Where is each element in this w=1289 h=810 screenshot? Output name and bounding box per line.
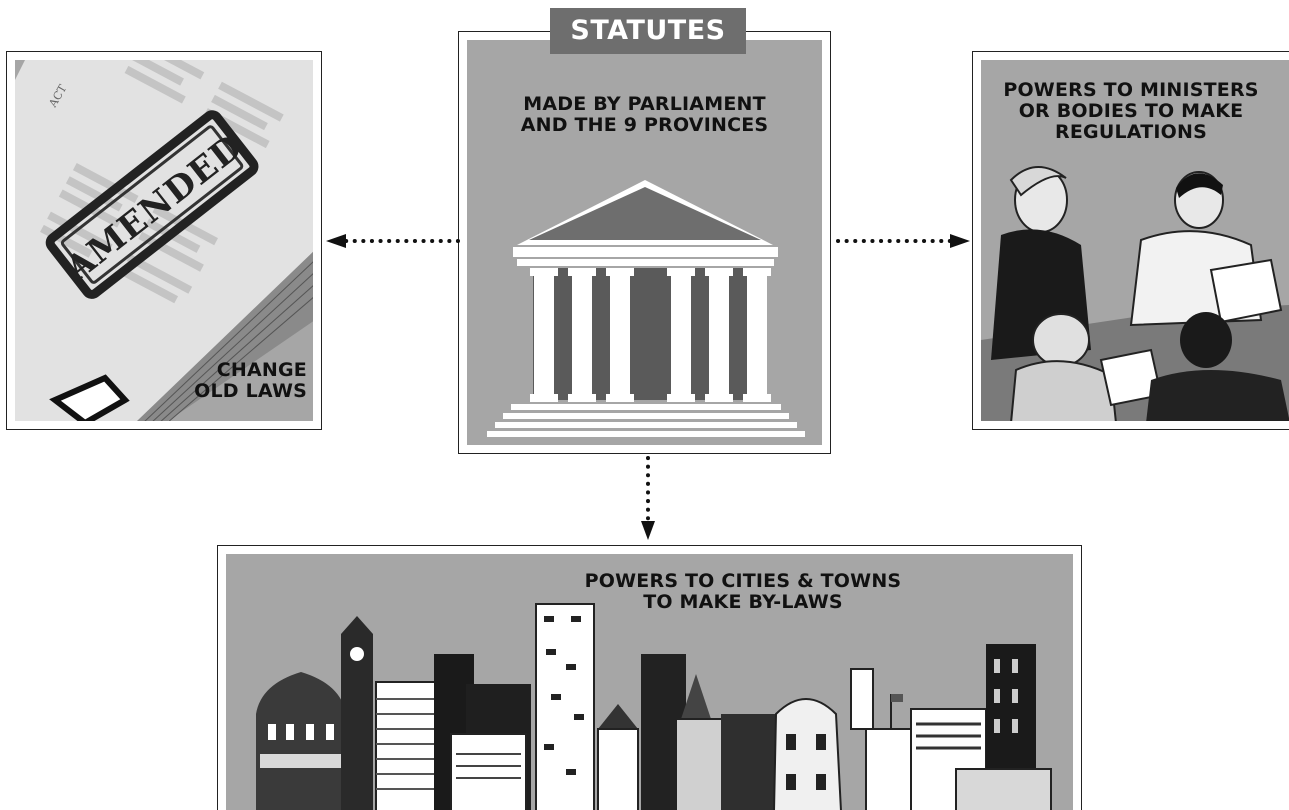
city-skyline-illustration	[256, 603, 1052, 810]
regulations-caption-line3: REGULATIONS	[1055, 121, 1207, 143]
parliament-building-icon	[487, 180, 805, 437]
amend-caption-line2: OLD LAWS	[194, 380, 307, 402]
arrow-to-bylaws-head	[641, 521, 655, 540]
regulations-panel-background	[981, 60, 1289, 421]
bylaws-caption: POWERS TO CITIES & TOWNS TO MAKE BY-LAWS	[578, 571, 908, 613]
statutes-panel: MADE BY PARLIAMENT AND THE 9 PROVINCES	[458, 31, 831, 454]
bylaws-panel: POWERS TO CITIES & TOWNS TO MAKE BY-LAWS	[217, 545, 1082, 810]
bylaws-caption-line1: POWERS TO CITIES & TOWNS	[584, 570, 902, 592]
arrow-to-regulations-head	[950, 234, 970, 248]
ministers-meeting-illustration	[981, 166, 1289, 421]
regulations-caption-line1: POWERS TO MINISTERS	[1003, 79, 1259, 101]
amended-book-illustration: AMENDED ACT	[15, 60, 313, 421]
regulations-caption: POWERS TO MINISTERS OR BODIES TO MAKE RE…	[973, 80, 1289, 143]
statutes-badge: STATUTES	[550, 8, 746, 54]
bylaws-caption-line2: TO MAKE BY-LAWS	[643, 591, 843, 613]
arrow-to-amend-head	[326, 234, 346, 248]
statutes-caption-line2: AND THE 9 PROVINCES	[520, 114, 769, 136]
amend-panel-background: AMENDED ACT	[15, 60, 313, 421]
bylaws-panel-background	[226, 554, 1073, 810]
amend-panel: AMENDED ACT CHANGE OLD LAWS	[6, 51, 322, 430]
statutes-panel-background	[467, 40, 822, 445]
regulations-caption-line2: OR BODIES TO MAKE	[1018, 100, 1244, 122]
amend-caption-line1: CHANGE	[216, 359, 307, 381]
amend-caption: CHANGE OLD LAWS	[194, 360, 307, 402]
statutes-caption-line1: MADE BY PARLIAMENT	[523, 93, 766, 115]
statutes-caption: MADE BY PARLIAMENT AND THE 9 PROVINCES	[459, 94, 830, 136]
regulations-panel: POWERS TO MINISTERS OR BODIES TO MAKE RE…	[972, 51, 1289, 430]
